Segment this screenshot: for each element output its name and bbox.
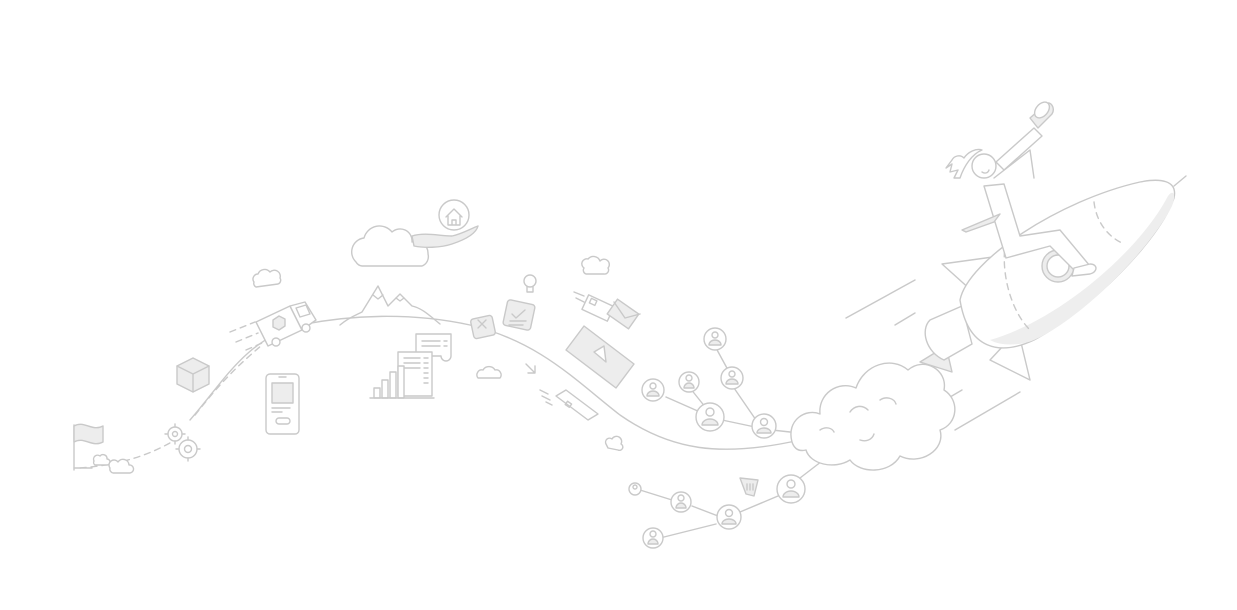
receipt-icon — [739, 477, 759, 497]
flag-icon — [73, 423, 104, 471]
cloud-icon — [108, 458, 135, 474]
cloud-icon — [581, 255, 611, 275]
report-chart-icon — [369, 333, 452, 399]
person-node — [703, 327, 727, 351]
delivery-truck-icon — [229, 301, 317, 351]
envelope-icon — [606, 298, 641, 330]
id-card-icon — [573, 291, 615, 322]
rejected-card-icon — [470, 314, 496, 340]
video-play-icon — [565, 325, 635, 389]
person-node — [695, 402, 725, 432]
person-node — [716, 504, 742, 530]
lightbulb-icon — [523, 274, 537, 293]
smartphone-icon — [265, 373, 300, 435]
hand-holding-house-icon — [411, 199, 479, 249]
people-network-icon — [628, 327, 827, 549]
cube-icon — [176, 357, 210, 393]
person-node — [751, 413, 777, 439]
cloud-icon — [92, 453, 111, 466]
cloud-icon — [252, 268, 282, 288]
cloud-icon — [350, 225, 430, 267]
gears-icon — [164, 423, 201, 462]
smoke-cloud-icon — [790, 362, 956, 471]
cloud-icon — [604, 435, 624, 452]
credit-card-icon — [539, 389, 599, 421]
arrow-down-right-icon — [525, 363, 536, 374]
cloud-icon — [476, 365, 502, 379]
person-node — [642, 527, 664, 549]
mountains-icon — [339, 285, 441, 326]
person-node — [628, 482, 642, 496]
person-node — [720, 366, 744, 390]
journey-path — [79, 315, 801, 469]
person-node — [641, 378, 665, 402]
person-node — [670, 491, 692, 513]
person-node — [678, 371, 700, 393]
rocket-icon — [919, 175, 1187, 381]
person-with-telescope-icon — [945, 101, 1097, 277]
person-node — [776, 474, 806, 504]
approved-checklist-icon — [502, 299, 536, 331]
